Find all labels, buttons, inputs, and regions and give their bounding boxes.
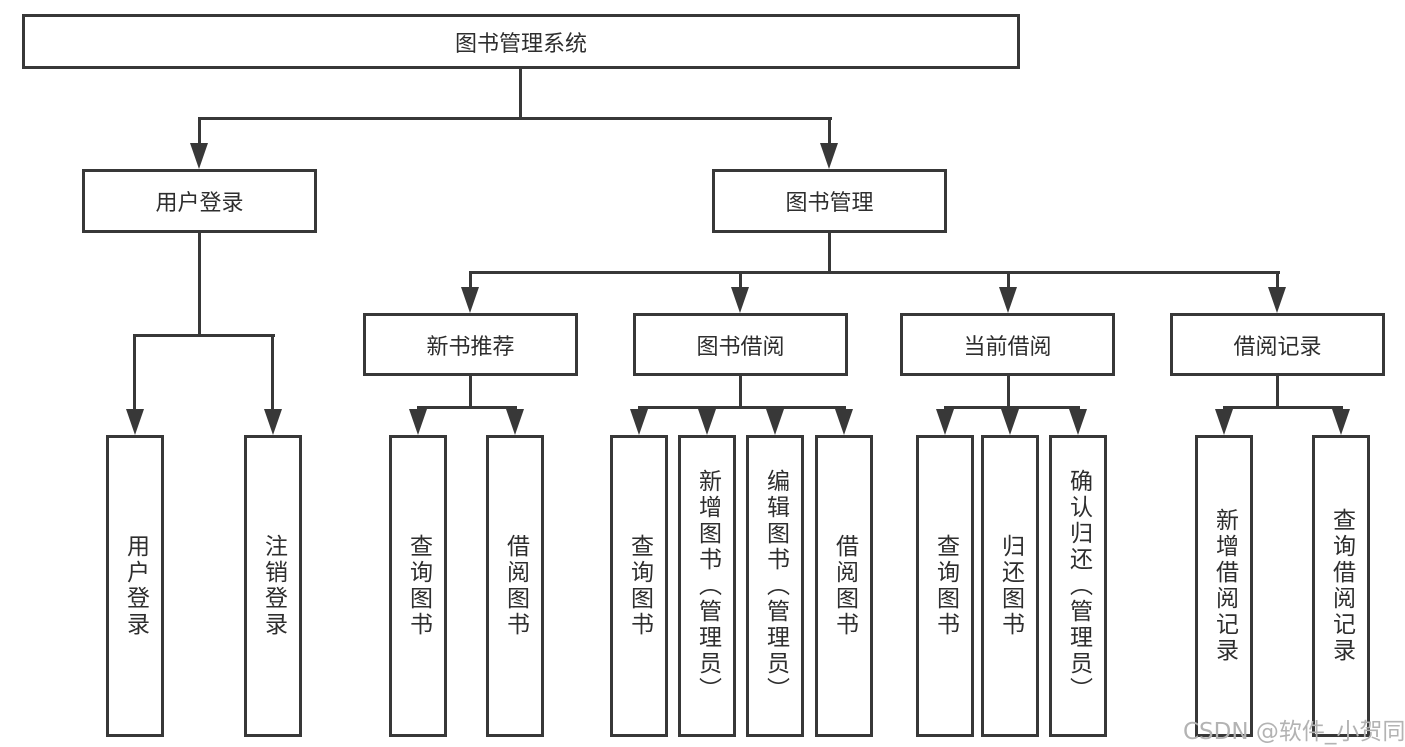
- connector-current-borrow-branch: [944, 406, 1080, 409]
- arrowhead-leaf-edit-book: [766, 409, 784, 435]
- leaf-query-book-1: 查询图书: [389, 435, 447, 737]
- node-user-login: 用户登录: [82, 169, 317, 233]
- connector-book-management-stem: [828, 233, 831, 274]
- connector-user-login-stem: [198, 233, 201, 337]
- arrowhead-book-borrow: [731, 287, 749, 313]
- connector-to-book-management: [828, 120, 831, 146]
- leaf-user-login: 用户登录: [106, 435, 164, 737]
- connector-to-leaf-logout: [271, 337, 274, 411]
- leaf-return-book: 归还图书: [981, 435, 1039, 737]
- connector-level2-branch: [469, 271, 1280, 274]
- arrowhead-leaf-query-book-1: [409, 409, 427, 435]
- connector-new-book-recommend-branch: [417, 406, 517, 409]
- arrowhead-book-management: [820, 143, 838, 169]
- connector-to-borrow-records: [1276, 274, 1279, 288]
- connector-level1-branch: [198, 117, 832, 120]
- leaf-edit-book-admin: 编辑图书（管理员）: [746, 435, 804, 737]
- arrowhead-leaf-add-record: [1215, 409, 1233, 435]
- connector-to-user-login: [198, 120, 201, 146]
- leaf-borrow-book-2: 借阅图书: [815, 435, 873, 737]
- node-book-management: 图书管理: [712, 169, 947, 233]
- connector-to-new-book-recommend: [469, 274, 472, 288]
- leaf-query-book-2: 查询图书: [610, 435, 668, 737]
- arrowhead-leaf-query-record: [1332, 409, 1350, 435]
- arrowhead-leaf-login: [126, 409, 144, 435]
- leaf-confirm-return-admin: 确认归还（管理员）: [1049, 435, 1107, 737]
- arrowhead-leaf-logout: [264, 409, 282, 435]
- leaf-query-book-3: 查询图书: [916, 435, 974, 737]
- connector-current-borrow-stem: [1007, 376, 1010, 408]
- arrowhead-current-borrow: [999, 287, 1017, 313]
- arrowhead-leaf-confirm-return: [1069, 409, 1087, 435]
- leaf-add-book-admin: 新增图书（管理员）: [678, 435, 736, 737]
- node-book-borrow: 图书借阅: [633, 313, 848, 376]
- arrowhead-borrow-records: [1268, 287, 1286, 313]
- connector-user-login-branch: [133, 334, 275, 337]
- node-borrow-records: 借阅记录: [1170, 313, 1385, 376]
- arrowhead-leaf-borrow-book-1: [506, 409, 524, 435]
- connector-borrow-records-stem: [1276, 376, 1279, 408]
- connector-to-current-borrow: [1007, 274, 1010, 288]
- connector-book-borrow-stem: [739, 376, 742, 408]
- node-new-book-recommend: 新书推荐: [363, 313, 578, 376]
- node-root: 图书管理系统: [22, 14, 1020, 69]
- leaf-logout: 注销登录: [244, 435, 302, 737]
- connector-to-leaf-login: [133, 337, 136, 411]
- watermark: CSDN @软件_小贺同学: [1183, 719, 1405, 745]
- arrowhead-leaf-query-book-3: [936, 409, 954, 435]
- arrowhead-user-login: [190, 143, 208, 169]
- arrowhead-new-book-recommend: [461, 287, 479, 313]
- arrowhead-leaf-query-book-2: [630, 409, 648, 435]
- connector-root-stem: [519, 68, 522, 120]
- connector-book-borrow-branch: [638, 406, 846, 409]
- leaf-query-borrow-record: 查询借阅记录: [1312, 435, 1370, 737]
- connector-new-book-recommend-stem: [469, 376, 472, 408]
- arrowhead-leaf-return-book: [1001, 409, 1019, 435]
- node-current-borrow: 当前借阅: [900, 313, 1115, 376]
- connector-borrow-records-branch: [1223, 406, 1343, 409]
- connector-to-book-borrow: [739, 274, 742, 288]
- leaf-borrow-book-1: 借阅图书: [486, 435, 544, 737]
- leaf-add-borrow-record: 新增借阅记录: [1195, 435, 1253, 737]
- arrowhead-leaf-borrow-book-2: [835, 409, 853, 435]
- arrowhead-leaf-add-book: [698, 409, 716, 435]
